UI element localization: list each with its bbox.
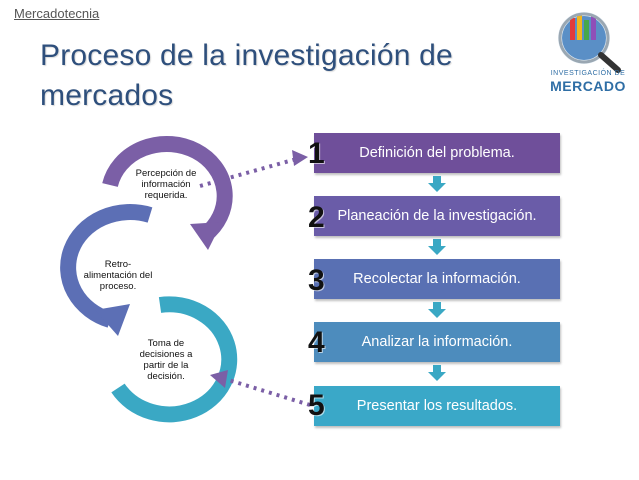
magnifier-globe-icon <box>558 12 621 73</box>
step-3-label: Recolectar la información. <box>353 271 521 287</box>
step-5-label: Presentar los resultados. <box>356 398 518 414</box>
step-5-number: 5 <box>308 389 325 422</box>
step-1-number: 1 <box>308 137 325 170</box>
step-2-label: Planeación de la investigación. <box>337 208 537 224</box>
step-3-number: 3 <box>308 264 325 297</box>
cycle-arrowhead-2 <box>95 304 130 336</box>
connector-from-step-5 <box>221 376 311 407</box>
step-4-box: Analizar la información. <box>314 322 560 362</box>
section-link[interactable]: Mercadotecnia <box>14 6 100 21</box>
connector-arrowhead-1 <box>292 150 308 166</box>
cycle-label-2: Retro-alimentación del proceso. <box>83 259 153 292</box>
step-5-box: Presentar los resultados. <box>314 386 560 426</box>
connector-arrowhead-5 <box>210 370 228 388</box>
connector-to-step-1 <box>199 156 301 188</box>
down-arrow-icon <box>428 176 446 192</box>
cycle-label-3: Toma de decisiones a partir de la decisi… <box>139 338 193 382</box>
step-2-box: Planeación de la investigación. <box>314 196 560 236</box>
step-1-label: Definición del problema. <box>359 145 515 161</box>
step-1-box: Definición del problema. <box>314 133 560 173</box>
page-title: Proceso de la investigación de mercados <box>40 39 453 112</box>
step-3-box: Recolectar la información. <box>314 259 560 299</box>
cycle-arc-2 <box>60 204 153 328</box>
step-2-number: 2 <box>308 201 325 234</box>
step-4-label: Analizar la información. <box>361 334 513 350</box>
down-arrow-icon <box>428 302 446 318</box>
cycle-arrowhead-1 <box>190 222 222 250</box>
cycle-label-1: Percepción de información requerida. <box>135 168 197 201</box>
cycle-arc-1 <box>102 136 233 242</box>
step-4-number: 4 <box>308 326 325 359</box>
logo-title: MERCADO <box>550 78 626 94</box>
logo-subtitle: INVESTIGACIÓN DE <box>550 70 626 77</box>
down-arrow-icon <box>428 239 446 255</box>
down-arrow-icon <box>428 365 446 381</box>
